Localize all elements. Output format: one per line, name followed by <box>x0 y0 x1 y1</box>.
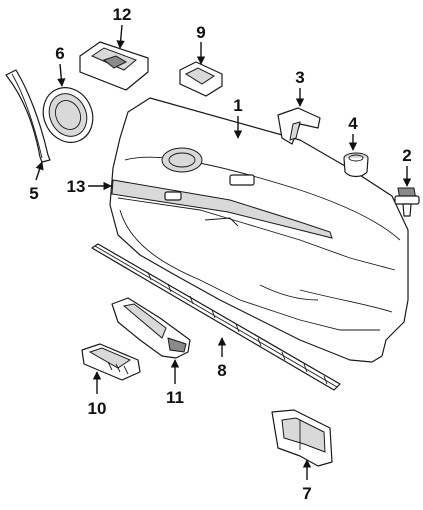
door-trim-panel <box>109 97 409 363</box>
grommet <box>343 152 369 178</box>
speaker-grille <box>42 87 94 143</box>
callout-8: 8 <box>217 361 226 380</box>
callout-11: 11 <box>166 388 184 407</box>
callout-6: 6 <box>55 44 64 63</box>
door-handle <box>81 343 141 381</box>
window-switch <box>179 61 223 97</box>
window-trim-strip <box>5 69 51 163</box>
handle-bezel <box>271 409 333 467</box>
armrest-pull-cup <box>111 297 191 359</box>
callout-3: 3 <box>295 68 304 87</box>
trim-clip <box>394 187 420 217</box>
callout-4: 4 <box>348 114 358 133</box>
seal-strip <box>91 243 341 391</box>
callout-7: 7 <box>302 484 311 503</box>
callout-2: 2 <box>402 146 411 165</box>
callout-12: 12 <box>113 5 132 24</box>
leader-lines <box>35 24 412 480</box>
callout-10: 10 <box>88 399 107 418</box>
callout-13: 13 <box>67 177 86 196</box>
bracket <box>277 107 321 145</box>
callout-1: 1 <box>233 96 242 115</box>
callout-9: 9 <box>196 23 205 42</box>
switch-housing <box>79 41 149 91</box>
callout-5: 5 <box>29 184 38 203</box>
